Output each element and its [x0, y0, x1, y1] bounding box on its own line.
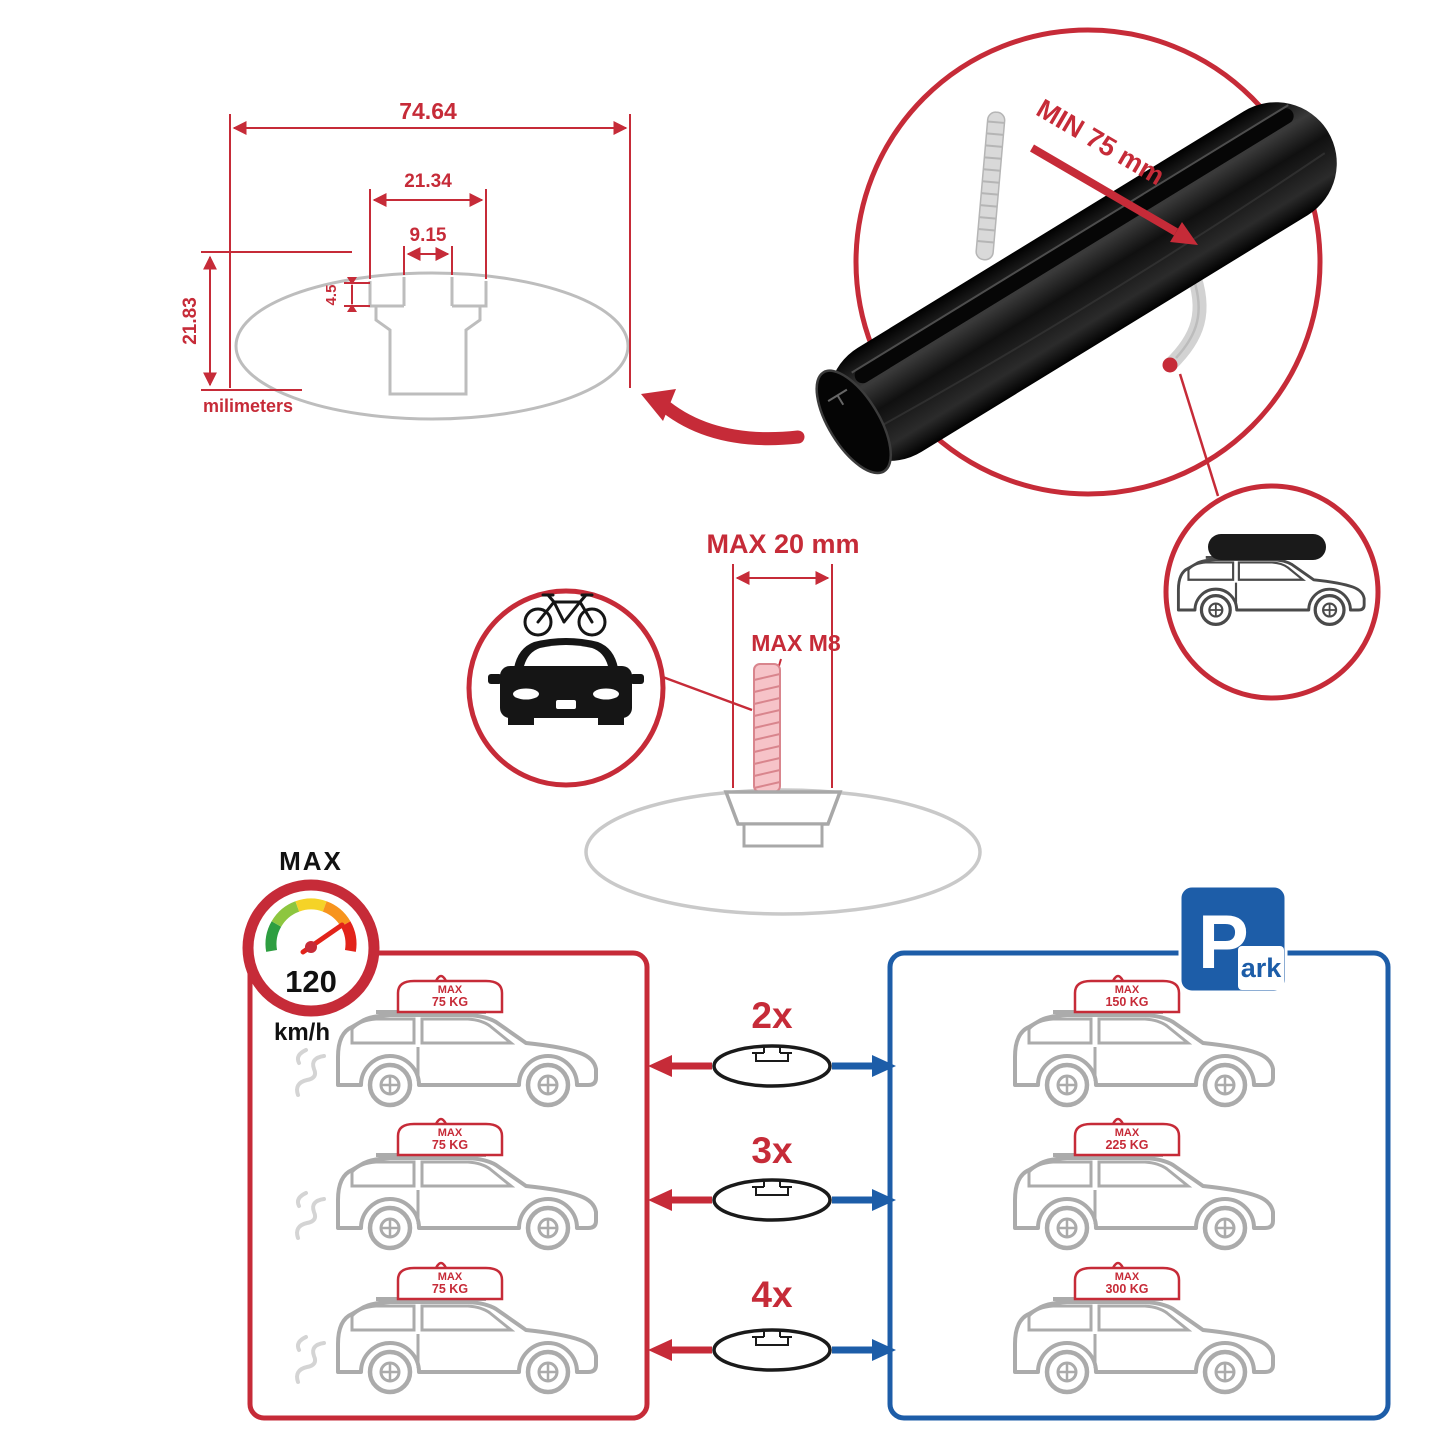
crossbar-profile-channel	[368, 277, 488, 396]
bar-quantity-row-3: 4x	[648, 1274, 896, 1372]
hook-end-dot	[1162, 357, 1178, 373]
dim-unit-label: milimeters	[203, 396, 293, 416]
quantity-label: 2x	[751, 995, 793, 1036]
blue-arrow-head	[872, 1189, 896, 1211]
crossbar-3d-view: MIN 75 mm	[815, 27, 1381, 701]
bolt-max-protrusion-label: MAX 20 mm	[706, 529, 859, 559]
bar-cross-section-icon	[712, 1178, 832, 1222]
bar-cross-section-icon	[712, 1044, 832, 1088]
parking-sign-suffix: ark	[1241, 953, 1283, 983]
headlight-right	[593, 688, 619, 700]
crossbar-bar	[815, 102, 1337, 475]
red-arrow-head	[648, 1339, 672, 1361]
driving-panel: MAX 75 KG MAX 75 KG MAX 75 KG	[247, 950, 650, 1421]
bar-quantity-options: 2x 3x 4x	[648, 995, 896, 1372]
bike-car-circle	[466, 588, 666, 788]
parking-car-3: MAX 300 KG	[1015, 1261, 1273, 1392]
bar-cross-section-icon	[712, 1328, 832, 1372]
bicycle-icon	[523, 593, 607, 637]
car-front-icon	[488, 638, 644, 725]
mounting-hook-top	[975, 111, 1006, 261]
thread-lines	[976, 120, 1005, 244]
headlight-left	[513, 688, 539, 700]
parking-car-2: MAX 225 KG	[1015, 1117, 1273, 1248]
cargo-value: 225 KG	[1105, 1138, 1148, 1152]
cargo-value: 75 KG	[432, 1282, 468, 1296]
bolt-spec-diagram: MAX 20 mm MAX M8	[466, 529, 982, 916]
driving-car-2: MAX 75 KG	[295, 1117, 596, 1248]
arrow-to-profile	[641, 389, 805, 446]
gauge-needle-pivot	[305, 941, 317, 953]
quantity-label: 4x	[751, 1274, 793, 1315]
cargo-label: MAX	[438, 1271, 463, 1283]
parking-sign-patch	[1238, 946, 1284, 990]
driving-car-3: MAX 75 KG	[295, 1261, 596, 1392]
t-slot-stem	[742, 822, 824, 848]
gauge-arcs	[265, 898, 357, 952]
roof-box	[1208, 534, 1326, 560]
cargo-value: 150 KG	[1105, 995, 1148, 1009]
bar-quantity-row-2: 3x	[648, 1130, 896, 1222]
license-plate	[556, 700, 576, 709]
crossbar-profile-front	[584, 788, 982, 916]
vehicle-detail-circle	[1163, 483, 1381, 701]
parking-sign: P ark	[1178, 884, 1288, 994]
crossbar-profile-outline	[234, 271, 630, 421]
bar-top-channel	[854, 108, 1294, 384]
cargo-label: MAX	[1115, 984, 1140, 996]
t-slot-flange	[723, 790, 843, 826]
driving-car-1: MAX 75 KG	[295, 974, 596, 1105]
threaded-stud	[753, 663, 781, 793]
blue-arrow-head	[872, 1339, 896, 1361]
cargo-label: MAX	[1115, 1127, 1140, 1139]
speed-value: 120	[285, 964, 337, 999]
dim-slot-width: 9.15	[410, 225, 447, 246]
cargo-value: 300 KG	[1105, 1282, 1148, 1296]
bar-body	[828, 102, 1337, 461]
dim-slot-depth: 4.5	[323, 285, 340, 306]
cargo-value: 75 KG	[432, 995, 468, 1009]
bolt-max-thread-label: MAX M8	[751, 630, 841, 656]
dimension-lines	[201, 114, 631, 391]
cargo-value: 75 KG	[432, 1138, 468, 1152]
parking-panel: MAX 150 KG MAX 225 KG MAX 300 KG P ark	[887, 884, 1391, 1421]
vehicle-detail-leader	[1178, 373, 1220, 497]
stud-thread-lines	[753, 673, 781, 789]
bolt-dimension-lines	[732, 564, 833, 788]
cargo-label: MAX	[438, 1127, 463, 1139]
blue-arrow-head	[872, 1055, 896, 1077]
cargo-label: MAX	[1115, 1271, 1140, 1283]
quantity-label: 3x	[751, 1130, 793, 1171]
dim-channel-width: 21.34	[404, 171, 452, 192]
dim-total-width: 74.64	[399, 98, 457, 124]
cargo-label: MAX	[438, 984, 463, 996]
speed-limit-gauge: MAX 120 km/h	[242, 846, 380, 1046]
profile-dimension-diagram: 74.64 21.34 9.15 4.5 21.83 milimeters	[180, 98, 805, 446]
bar-quantity-row-1: 2x	[648, 995, 896, 1088]
bike-circle-leader	[659, 674, 753, 712]
speed-unit: km/h	[274, 1019, 330, 1046]
parking-car-1: MAX 150 KG	[1015, 974, 1273, 1105]
speed-max-label: MAX	[279, 846, 343, 876]
red-arrow-head	[648, 1189, 672, 1211]
red-arrow-head	[648, 1055, 672, 1077]
dim-total-height: 21.83	[180, 297, 201, 345]
